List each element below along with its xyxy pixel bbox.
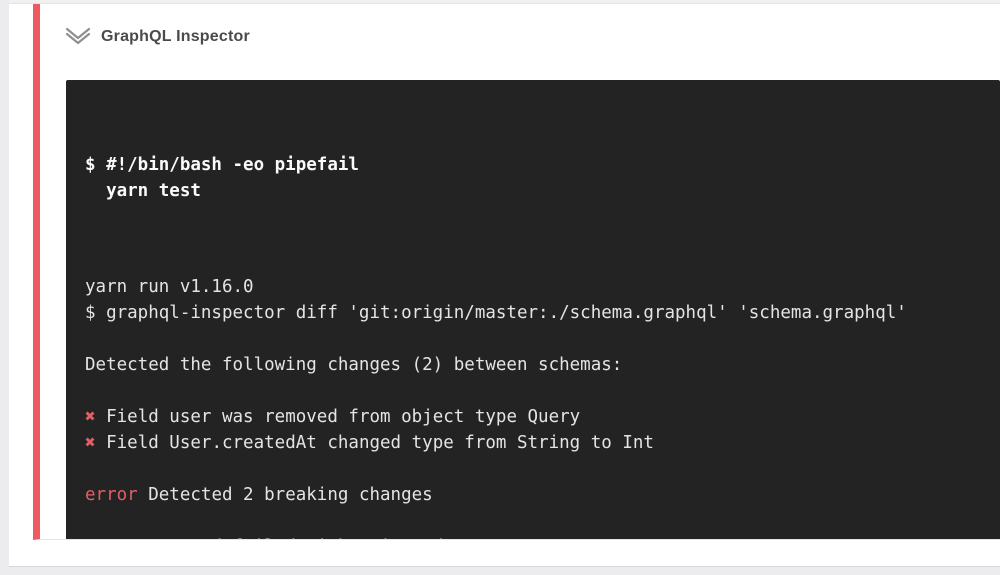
terminal-line: ✖ Field user was removed from object typ… xyxy=(85,404,980,430)
terminal-segment: Command failed with exit code 1. xyxy=(138,537,485,539)
terminal-line xyxy=(85,508,980,534)
terminal-segment: Field user was removed from object type … xyxy=(95,407,581,427)
terminal-output-block: yarn run v1.16.0 $ graphql-inspector diff… xyxy=(85,274,980,539)
terminal-command-line: yarn test xyxy=(85,181,201,201)
terminal-segment: yarn run v1.16.0 xyxy=(85,277,254,297)
terminal-segment: Detected the following changes (2) betwe… xyxy=(85,355,623,375)
double-chevron-down-icon xyxy=(64,24,92,50)
terminal-command-line: $ #!/bin/bash -eo pipefail xyxy=(85,155,359,175)
previous-card-divider xyxy=(9,0,1000,4)
terminal-line: error Detected 2 breaking changes xyxy=(85,482,980,508)
terminal-line: yarn run v1.16.0 xyxy=(85,274,980,300)
terminal-line xyxy=(85,456,980,482)
terminal-output: $ #!/bin/bash -eo pipefail yarn test yar… xyxy=(66,80,1000,539)
step-title: GraphQL Inspector xyxy=(101,28,250,45)
step-header-toggle[interactable]: GraphQL Inspector xyxy=(40,4,1000,50)
content-area: GraphQL Inspector $ #!/bin/bash -eo pipe… xyxy=(9,0,1000,567)
terminal-line xyxy=(85,378,980,404)
terminal-segment-error: error xyxy=(85,537,138,539)
terminal-segment-error: ✖ xyxy=(85,433,96,453)
terminal-line: Detected the following changes (2) betwe… xyxy=(85,352,980,378)
terminal-segment-error: ✖ xyxy=(85,407,96,427)
terminal-segment: $ graphql-inspector diff 'git:origin/mas… xyxy=(85,303,907,323)
terminal-line: ✖ Field User.createdAt changed type from… xyxy=(85,430,980,456)
build-step-card: GraphQL Inspector $ #!/bin/bash -eo pipe… xyxy=(33,4,1000,540)
terminal-segment: Detected 2 breaking changes xyxy=(137,485,433,505)
terminal-line xyxy=(85,326,980,352)
terminal-command-block: $ #!/bin/bash -eo pipefail yarn test xyxy=(85,152,980,204)
terminal-segment: Field User.createdAt changed type from S… xyxy=(95,433,654,453)
terminal-line: error Command failed with exit code 1. xyxy=(85,534,980,539)
terminal-segment-error: error xyxy=(85,485,138,505)
terminal-line: $ graphql-inspector diff 'git:origin/mas… xyxy=(85,300,980,326)
